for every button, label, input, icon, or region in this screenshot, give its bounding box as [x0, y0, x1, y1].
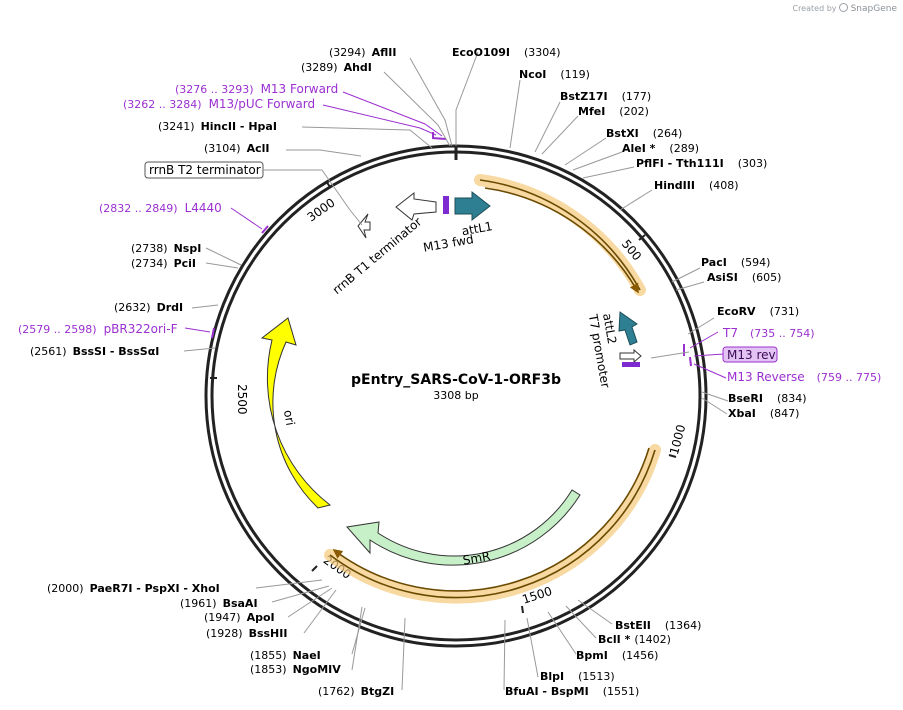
plasmid-name: pEntry_SARS-CoV-1-ORF3b	[351, 372, 561, 388]
enzyme-naei: (1855)NaeI	[250, 649, 321, 662]
enzyme-ngomiv: (1853)NgoMIV	[250, 663, 341, 676]
tick-mark-3000	[325, 180, 331, 188]
tick-label-2500: 2500	[235, 384, 249, 415]
m13-fwd-label: M13 fwd	[422, 232, 475, 255]
enzyme-nspi: (2738)NspI	[131, 242, 201, 255]
primer-m13-rev-box[interactable]	[722, 346, 778, 363]
credit-prefix: Created by	[792, 4, 837, 13]
smr-label: SmR	[462, 549, 492, 568]
m13-fwd-feature	[443, 196, 449, 214]
tick-label-1000: 1000	[667, 423, 688, 456]
enzyme-pflfi-tth111i: PflFI - Tth111I(303)	[636, 157, 767, 170]
enzyme-leader-lines	[183, 51, 729, 691]
attl1-feature	[454, 190, 491, 222]
ori-feature	[260, 317, 332, 509]
primer-m13-reverse-mark	[689, 356, 692, 367]
m13-rev-feature	[622, 362, 640, 367]
tick-mark-1000	[668, 454, 677, 458]
enzyme-ahdi: (3289)AhdI	[301, 61, 372, 74]
enzyme-apoi: (1947)ApoI	[204, 611, 275, 624]
primer-m13-puc-forward: (3262 .. 3284)M13/pUC Forward	[123, 97, 315, 111]
primer-leader-lines	[184, 91, 727, 379]
rrnb-t2-leader-2	[321, 169, 363, 226]
enzyme-paer7i-pspxi-xhoi: (2000)PaeR7I - PspXI - XhoI	[47, 582, 220, 595]
primer-m13-rev[interactable]: M13 rev	[727, 348, 776, 362]
enzyme-bsaai: (1961)BsaAI	[180, 597, 258, 610]
enzyme-hindiii: HindIII(408)	[654, 179, 739, 192]
enzyme-blpi: BlpI(1513)	[540, 670, 615, 683]
enzyme-bseri: BseRI(834)	[728, 392, 807, 405]
snapgene-credit: Created by SnapGene	[792, 3, 897, 14]
enzyme-ecoo109i: EcoO109I(3304)	[452, 46, 561, 59]
insert-arc	[479, 179, 641, 291]
smr-feature	[346, 489, 581, 566]
enzyme-ncoi: NcoI(119)	[519, 68, 590, 81]
enzyme-mfei: MfeI(202)	[578, 105, 649, 118]
enzyme-bstxi: BstXI(264)	[606, 127, 682, 140]
t7-promoter-leader	[650, 351, 690, 359]
enzyme-drdi: (2632)DrdI	[114, 301, 183, 314]
tick-mark-1500	[521, 605, 524, 614]
orf2-arc	[329, 449, 656, 599]
tick-mark-500	[638, 234, 646, 241]
insert-arc-inner	[484, 187, 639, 294]
tick-mark-2000	[311, 565, 318, 572]
enzyme-acli: (3104)AclI	[204, 142, 269, 155]
primer-m13-reverse: M13 Reverse(759 .. 775)	[727, 370, 881, 384]
primer-t7: T7(735 .. 754)	[722, 326, 815, 340]
enzyme-btgzi: (1762)BtgZI	[318, 685, 394, 698]
enzyme-afliii: (3294)AflII	[329, 46, 396, 59]
primer-m13-forward: (3276 .. 3293)M13 Forward	[175, 82, 338, 96]
t7-promoter-feature	[619, 348, 642, 364]
rrnb-t2-label[interactable]: rrnB T2 terminator	[149, 163, 261, 177]
enzyme-bpmi: BpmI(1456)	[576, 649, 658, 662]
enzyme-bfuai-bspmi: BfuAI - BspMI(1551)	[505, 685, 639, 698]
enzyme-asisi: AsiSI(605)	[707, 271, 781, 284]
primer-l4440-mark	[261, 225, 269, 234]
enzyme-xbai: XbaI(847)	[728, 407, 799, 420]
enzyme-bsssi: (2561)BssSI - BssSαI	[30, 345, 159, 358]
enzyme-paci: PacI(594)	[701, 256, 770, 269]
enzyme-bcli: BclI *(1402)	[598, 633, 671, 646]
primer-l4440: (2832 .. 2849)L4440	[99, 201, 222, 215]
attl2-feature	[618, 311, 638, 346]
primer-m13-forward-mark	[431, 137, 447, 140]
primer-labels: (3276 .. 3293)M13 Forward (3262 .. 3284)…	[18, 82, 881, 384]
enzyme-alei: AleI *(289)	[622, 142, 699, 155]
snapgene-logo-icon	[839, 3, 849, 12]
rrnb-t1-feature	[395, 191, 437, 221]
enzyme-pcii: (2734)PciI	[131, 257, 196, 270]
attl2-label: attL2	[600, 312, 619, 345]
credit-brand: SnapGene	[850, 4, 897, 14]
rrnb-t2-feature	[357, 213, 371, 239]
attl1-label: attL1	[461, 219, 494, 238]
ori-label: ori	[281, 409, 297, 427]
enzyme-ecorv: EcoRV(731)	[717, 305, 799, 318]
enzyme-bsteii: BstEII(1364)	[615, 619, 701, 632]
enzyme-bsshii: (1928)BssHII	[206, 627, 287, 640]
orf2-arc-inner	[332, 447, 650, 592]
insert-arc-highlight	[474, 174, 646, 296]
enzyme-labels: (3294)AflII (3289)AhdI (3241)HincII - Hp…	[30, 46, 807, 698]
plasmid-size: 3308 bp	[433, 389, 478, 402]
enzyme-bstz17i: BstZ17I(177)	[560, 90, 651, 103]
primer-pbr322ori-f: (2579 .. 2598)pBR322ori-F	[18, 322, 178, 336]
rrnb-t1-label: rrnB T1 terminator	[330, 215, 425, 298]
primer-pbr322-mark	[211, 327, 215, 339]
enzyme-hincii-hpai: (3241)HincII - HpaI	[158, 120, 277, 133]
